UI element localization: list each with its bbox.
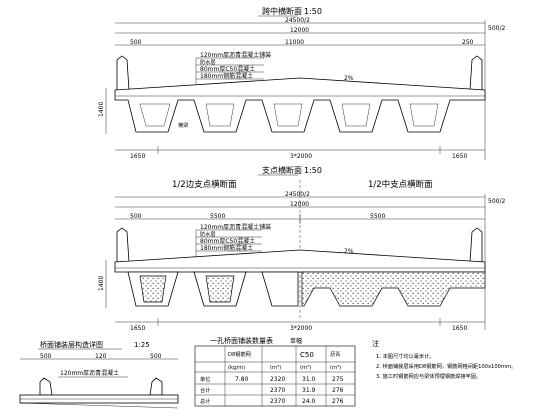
detail-w500-left: 500 xyxy=(40,353,52,360)
support-note-4: 180mm钢筋混凝土 xyxy=(200,244,253,252)
support-note-2: 防水层 xyxy=(200,230,216,238)
detail-title: 桥面铺装层构造详图 xyxy=(40,340,103,349)
support-right-title: 1/2中支点横断面 xyxy=(368,179,433,190)
midspan-section: 跨中横断面 1:50 24500/2 12000 500 11000 250 5… xyxy=(98,6,505,160)
table-row-3-c: 24.0 xyxy=(302,398,316,405)
midspan-b3x2000: 3*2000 xyxy=(290,153,312,160)
midspan-slope: 2% xyxy=(344,75,354,82)
notes-item-3: 3. 施工时钢筋网应与梁体预埋钢筋焊接牢固。 xyxy=(376,372,481,380)
midspan-note-1: 120mm厚沥青混凝土铺装 xyxy=(200,51,271,59)
midspan-width-11000: 11000 xyxy=(285,39,304,46)
support-half-total: 24500/2 xyxy=(285,191,310,198)
midspan-h1400: 1400 xyxy=(98,102,105,117)
midspan-note-4: 180mm钢筋混凝土 xyxy=(200,72,253,80)
table-title: 一孔桥面铺装数量表 xyxy=(210,336,273,345)
detail-w500-right: 500 xyxy=(150,353,162,360)
general-notes: 注 1. 本图尺寸均以毫米计。 2. 桥面铺装层采用D8钢筋网，钢筋网格间距10… xyxy=(372,339,516,380)
support-section: 支点横断面 1:50 1/2边支点横断面 1/2中支点横断面 24500/2 1… xyxy=(98,165,505,332)
midspan-w250: 250 xyxy=(462,39,474,46)
midspan-w500: 500 xyxy=(130,39,142,46)
midspan-side-label: 横梁 xyxy=(178,121,188,129)
support-left-title: 1/2边支点横断面 xyxy=(172,179,237,190)
midspan-note-2: 防水层 xyxy=(200,58,216,66)
table-header-rebar: D8钢筋网 xyxy=(228,350,251,358)
support-w5500r: 5500 xyxy=(370,213,385,220)
table-row-2-label: 合计 xyxy=(200,386,210,394)
midspan-b1650l: 1650 xyxy=(130,153,145,160)
table-row-1-c: 31.0 xyxy=(302,376,316,383)
support-title: 支点横断面 xyxy=(262,165,302,175)
notes-item-2: 2. 桥面铺装层采用D8钢筋网，钢筋网格间距100x100mm。 xyxy=(376,362,516,370)
midspan-b1650r: 1650 xyxy=(452,153,467,160)
midspan-half-total: 24500/2 xyxy=(285,17,310,24)
notes-title: 注 xyxy=(372,339,379,348)
table-row-1-a: 7.80 xyxy=(235,376,249,383)
support-slope: 2% xyxy=(344,248,354,255)
midspan-scale: 1:50 xyxy=(304,7,322,16)
table-sub-1: (kg/m) xyxy=(228,365,245,371)
midspan-right-tag: 500/2 xyxy=(488,25,505,32)
support-scale: 1:50 xyxy=(304,166,322,175)
detail-w120: 120 xyxy=(95,353,107,360)
midspan-note-3: 80mm厚C50混凝土 xyxy=(200,65,255,73)
table-row-1-d: 275 xyxy=(332,376,344,383)
quantity-table: 一孔桥面铺装数量表 单幅 D8钢筋网 C50 沥青 (kg/m) (m³) (m… xyxy=(194,336,356,407)
table-row-3-b: 2370 xyxy=(270,398,285,405)
table-row-2-d: 276 xyxy=(332,387,344,394)
table-header-c50: C50 xyxy=(300,351,314,359)
table-row-2-c: 31.9 xyxy=(302,387,316,394)
support-b1650l: 1650 xyxy=(130,325,145,332)
support-note-1: 120mm厚沥青混凝土铺装 xyxy=(200,223,271,231)
table-row-3-label: 总计 xyxy=(200,397,210,405)
support-h1400: 1400 xyxy=(98,276,105,291)
table-sub-4: (m²) xyxy=(330,365,341,371)
support-b1650r: 1650 xyxy=(452,325,467,332)
table-sub-2: (m³) xyxy=(270,365,281,371)
table-row-1-label: 单位 xyxy=(200,375,210,383)
table-row-3-d: 276 xyxy=(332,398,344,405)
notes-item-1: 1. 本图尺寸均以毫米计。 xyxy=(376,352,434,360)
support-right-tag: 500/2 xyxy=(488,198,505,205)
table-row-2-b: 2370 xyxy=(270,387,285,394)
detail-scale: 1:25 xyxy=(134,341,150,349)
table-row-1-b: 2320 xyxy=(270,376,285,383)
table-header-asphalt: 沥青 xyxy=(330,350,340,358)
table-unit: 单幅 xyxy=(290,337,302,345)
detail-note: 120mm厚沥青混凝土 xyxy=(60,369,119,377)
paving-detail: 桥面铺装层构造详图 1:25 500 120 500 120mm厚沥青混凝土 xyxy=(19,340,179,409)
midspan-width-12000: 12000 xyxy=(290,27,309,34)
support-note-3: 80mm厚C50混凝土 xyxy=(200,237,255,245)
midspan-title: 跨中横断面 xyxy=(262,6,302,16)
support-w500: 500 xyxy=(130,213,142,220)
table-sub-3: (m³) xyxy=(300,365,311,371)
support-w5500l: 5500 xyxy=(210,213,225,220)
support-b3x2000: 3*2000 xyxy=(290,325,312,332)
support-width-12000: 12000 xyxy=(290,201,309,208)
